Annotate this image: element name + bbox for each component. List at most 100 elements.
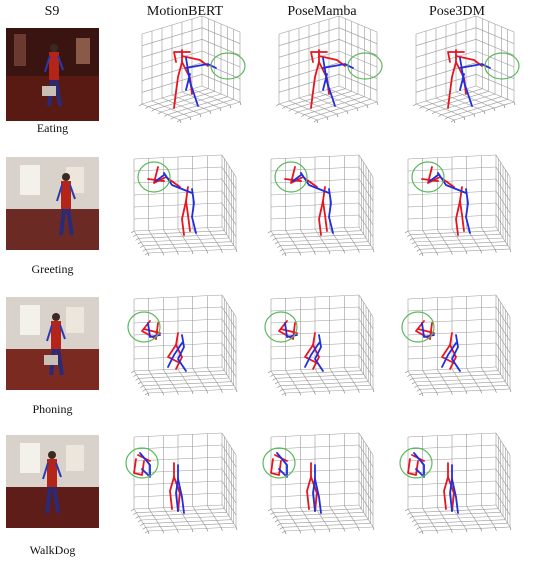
pose-blue-limb (451, 478, 459, 514)
highlight-circle (399, 447, 433, 479)
axis-ticks (138, 101, 242, 124)
pose-plot-phoning-motionbert (120, 293, 250, 405)
axis-ticks (267, 508, 375, 535)
chair (42, 86, 56, 96)
window (66, 307, 84, 333)
skeleton (407, 452, 459, 514)
pose-red-limb (455, 200, 461, 236)
axis-ticks (412, 101, 516, 124)
pose-red-limb (181, 200, 187, 236)
pose-blue-limb (314, 478, 322, 514)
action-label-phoning: Phoning (32, 402, 73, 416)
pose-red-limb (310, 51, 328, 63)
pose-blue-limb (465, 188, 471, 234)
axis-ticks (404, 370, 512, 397)
highlight-circle (127, 311, 161, 343)
skeleton (173, 49, 217, 109)
axes-box (407, 432, 511, 532)
skeleton (278, 320, 324, 372)
pose-red-limb (447, 476, 455, 512)
pose-blue-limb (292, 174, 302, 182)
window (20, 443, 40, 473)
pose-blue-limb (304, 342, 320, 368)
pose-blue-limb (177, 478, 185, 514)
pose-blue-limb (185, 57, 199, 107)
axes-box (270, 432, 374, 532)
axis-ticks (404, 230, 512, 257)
pose-red-limb (304, 344, 318, 364)
pose-blue-limb (328, 188, 334, 234)
highlight-circle (347, 52, 383, 80)
pose-blue-limb (191, 188, 197, 234)
pose-blue-limb (163, 172, 193, 194)
highlight-circle (401, 311, 435, 343)
skeleton (133, 452, 185, 514)
pose-blue-limb (155, 174, 165, 182)
pose-blue-limb (175, 464, 179, 512)
highlight-circle (210, 52, 246, 80)
pose-plot-eating-posemamba (257, 15, 387, 134)
scene-photo-eating (6, 28, 99, 121)
pose-red-limb (407, 458, 419, 476)
pose-red-limb (169, 462, 175, 510)
pose-blue-limb (441, 342, 457, 368)
skeleton (270, 452, 322, 514)
axis-ticks (275, 101, 379, 124)
person (42, 451, 62, 514)
pose-plot-phoning-posemamba (257, 293, 387, 405)
pose-blue-limb (322, 57, 336, 107)
pose-blue-limb (437, 172, 467, 194)
pose-red-limb (459, 186, 465, 232)
door (76, 38, 90, 64)
pose-blue-limb (167, 342, 183, 368)
pose-blue-limb (276, 452, 288, 478)
pose-blue-limb (449, 464, 453, 512)
pose-blue-limb (185, 73, 191, 91)
scene-photo-phoning (6, 297, 99, 390)
pose-red-limb (443, 462, 449, 510)
action-label-greeting: Greeting (31, 262, 74, 276)
pose-red-limb (173, 51, 191, 63)
pose-red-limb (447, 51, 465, 63)
pose-red-limb (322, 186, 328, 232)
pose-blue-limb (139, 452, 151, 478)
scene-photo-greeting (6, 157, 99, 250)
highlight-circle (262, 447, 296, 479)
pose-red-limb (167, 344, 181, 364)
pose-blue-limb (451, 334, 461, 372)
pose-blue-limb (322, 73, 328, 91)
pose-red-limb (447, 49, 457, 109)
window (20, 305, 40, 335)
window (20, 165, 40, 195)
skeleton (141, 320, 187, 372)
pose-plot-greeting-pose3dm (394, 153, 524, 265)
skeleton (147, 166, 197, 236)
axis-ticks (267, 370, 375, 397)
pose-plot-greeting-motionbert (120, 153, 250, 265)
skeleton (415, 320, 461, 372)
door (14, 34, 26, 66)
highlight-circle (274, 161, 308, 193)
skeleton (421, 166, 471, 236)
highlight-circle (264, 311, 298, 343)
pose-blue-limb (177, 334, 187, 372)
axis-ticks (130, 230, 238, 257)
pose-plot-greeting-posemamba (257, 153, 387, 265)
header-method-pose3dm: Pose3DM (428, 4, 485, 19)
axis-ticks (267, 230, 375, 257)
pose-blue-limb (185, 63, 217, 69)
highlight-circle (411, 161, 445, 193)
pose-red-limb (417, 328, 435, 334)
skeleton (447, 49, 491, 109)
person (56, 173, 76, 236)
pose-blue-limb (429, 174, 439, 182)
pose-plot-walkdog-posemamba (257, 431, 387, 543)
axes-box (133, 432, 237, 532)
axes-box (270, 294, 374, 394)
pose-red-limb (310, 476, 318, 512)
header-method-motionbert: MotionBERT (146, 4, 224, 19)
pose-blue-limb (314, 334, 324, 372)
pose-plot-walkdog-motionbert (120, 431, 250, 543)
pose-red-limb (173, 476, 181, 512)
pose-blue-limb (278, 468, 286, 476)
